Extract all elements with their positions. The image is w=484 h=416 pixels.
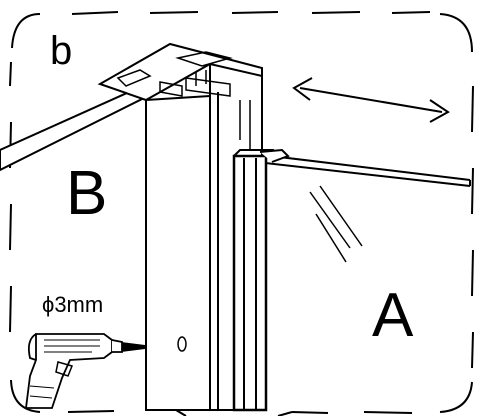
step-label: b [50, 29, 72, 73]
wall-profile-beam [0, 86, 150, 172]
part-b-label: B [66, 159, 107, 228]
part-a-label: A [372, 281, 414, 350]
slide-direction-arrow-icon [292, 77, 450, 123]
drill-bit-size-label: ϕ3mm [42, 292, 103, 317]
glass-panel [237, 151, 471, 263]
glass-side-profile [232, 148, 290, 412]
drill-icon [24, 333, 147, 409]
dashed-frame [9, 11, 474, 416]
